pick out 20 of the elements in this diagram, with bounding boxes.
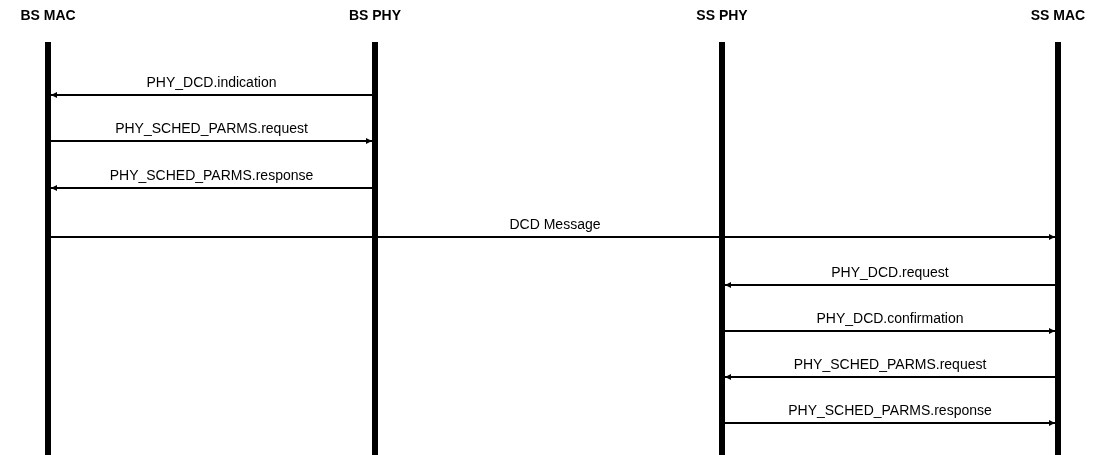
participant-heading: SS MAC [1029, 6, 1087, 24]
message-arrow [724, 282, 1056, 288]
participant-heading: BS PHY [347, 6, 403, 24]
message-arrow [50, 234, 1056, 240]
message-label: PHY_SCHED_PARMS.response [109, 167, 314, 183]
message-arrow [724, 420, 1056, 426]
message-arrow [50, 138, 373, 144]
message-label: PHY_DCD.confirmation [816, 310, 964, 326]
participant-heading: BS MAC [19, 6, 77, 24]
message-label: DCD Message [509, 216, 601, 232]
message-arrow [50, 185, 373, 191]
message-label: PHY_SCHED_PARMS.request [793, 356, 987, 372]
message-label: PHY_DCD.indication [146, 74, 277, 90]
message-label: PHY_SCHED_PARMS.request [115, 120, 308, 136]
message-label: PHY_SCHED_PARMS.response [788, 402, 992, 418]
message-arrow [50, 92, 373, 98]
message-arrow [724, 374, 1056, 380]
participant-heading: SS PHY [695, 6, 749, 24]
message-arrow [724, 328, 1056, 334]
message-label: PHY_DCD.request [831, 264, 949, 280]
